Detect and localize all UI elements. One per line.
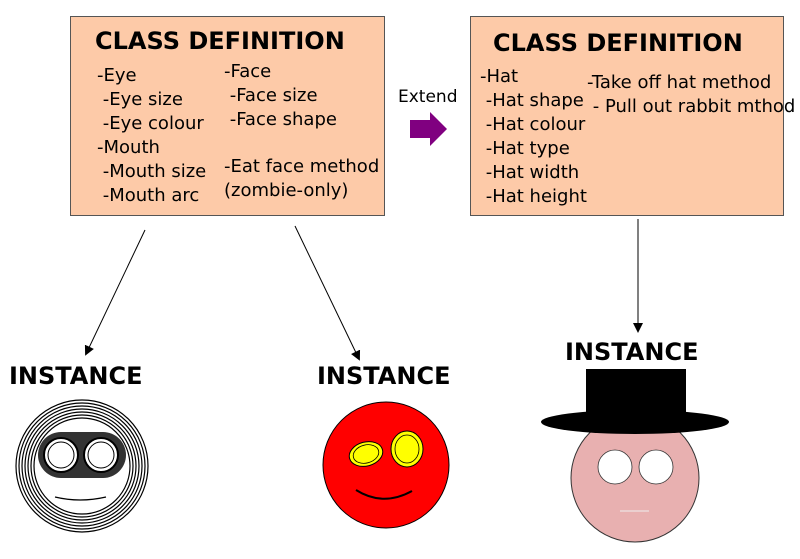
class-title-right: CLASS DEFINITION (493, 29, 743, 57)
method-eat-face-note: (zombie-only) (224, 180, 349, 201)
connector-line-middle (294, 225, 361, 361)
attr-hat-colour: -Hat colour (480, 114, 586, 135)
connector-line-left (84, 229, 146, 356)
method-pull-out-rabbit: - Pull out rabbit mthod (587, 96, 796, 117)
attr-hat: -Hat (480, 66, 519, 87)
extend-arrow-icon (410, 112, 447, 146)
attr-mouth-size: -Mouth size (97, 161, 207, 182)
mouth-plain (54, 496, 107, 501)
attr-eye-size: -Eye size (97, 89, 183, 110)
attr-mouth: -Mouth (97, 137, 160, 158)
mouth-zombie (355, 489, 413, 500)
face-plain-icon (15, 399, 149, 533)
class-definition-box-right: CLASS DEFINITION -Hat -Hat shape -Hat co… (470, 16, 795, 216)
attr-mouth-arc: -Mouth arc (97, 185, 200, 206)
top-hat-icon (586, 369, 686, 425)
class-definition-box-left: CLASS DEFINITION -Eye -Eye size -Eye col… (70, 16, 385, 216)
attr-face-size: -Face size (224, 85, 318, 106)
class-title-left: CLASS DEFINITION (95, 27, 345, 55)
method-take-off-hat: -Take off hat method (587, 72, 772, 93)
extend-label: Extend (398, 87, 458, 107)
attr-eye-colour: -Eye colour (97, 113, 204, 134)
method-eat-face: -Eat face method (224, 156, 380, 177)
instance-label-zombie: INSTANCE (317, 362, 451, 390)
attr-hat-type: -Hat type (480, 138, 570, 159)
goggles-icon (38, 432, 126, 478)
face-hat-icon (541, 369, 729, 543)
attr-eye: -Eye (97, 65, 137, 86)
attr-hat-height: -Hat height (480, 186, 587, 207)
face-zombie-icon (322, 401, 450, 529)
attr-face: -Face (224, 61, 272, 82)
instance-label-hat: INSTANCE (565, 338, 699, 366)
attr-hat-width: -Hat width (480, 162, 580, 183)
attr-hat-shape: -Hat shape (480, 90, 584, 111)
instance-label-plain: INSTANCE (9, 362, 143, 390)
attr-face-shape: -Face shape (224, 109, 337, 130)
